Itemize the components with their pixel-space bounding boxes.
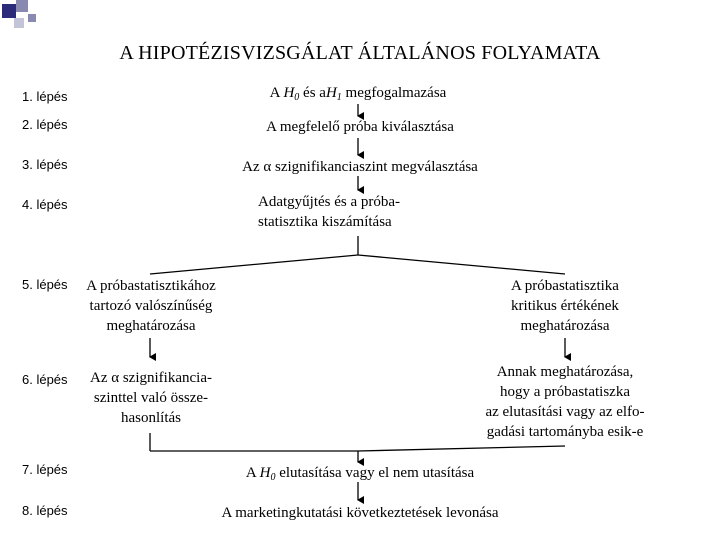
b7-h0-sub: 0 [270, 472, 276, 483]
b7-h0: H [259, 465, 271, 481]
step5-critical-value: A próbastatisztika kritikus értékének me… [490, 276, 640, 336]
b5r-line2: kritikus értékének [511, 298, 619, 314]
b6r-line1: Annak meghatározása, [496, 364, 634, 380]
b5l-line2: tartozó valószínűség [89, 298, 213, 314]
step3-significance-level: Az α szignifikanciaszint megválasztása [242, 159, 478, 175]
b6r-line2: hogy a próbastatiszka [500, 384, 630, 400]
b5r-line3: meghatározása [520, 318, 610, 334]
b1-pre: A [269, 85, 284, 101]
decor-square-light [14, 18, 24, 28]
b5l-line1: A próbastatisztikához [86, 278, 216, 294]
step-label-6: 6. lépés [22, 372, 68, 387]
b5l-line3: meghatározása [106, 318, 196, 334]
step-label-1: 1. lépés [22, 89, 68, 104]
step-label-7: 7. lépés [22, 462, 68, 477]
b6l-line3: hasonlítás [121, 410, 181, 426]
step5-probability: A próbastatisztikához tartozó valószínűs… [70, 276, 232, 336]
b6l-line2: szinttel való össze- [93, 390, 209, 406]
step8-conclusions: A marketingkutatási következtetések levo… [221, 505, 499, 521]
connector-4-right [357, 254, 566, 275]
b1-h0-sub: 0 [294, 92, 300, 103]
b6r-line3: az elutasítási vagy az elfo- [485, 404, 645, 420]
b1-mid: és a [299, 85, 326, 101]
b1-h1-sub: 1 [336, 92, 342, 103]
step-label-5: 5. lépés [22, 277, 68, 292]
step-label-3: 3. lépés [22, 157, 68, 172]
decor-square-mid [16, 0, 28, 12]
b6r-line4: gadási tartományba esik-e [486, 424, 644, 440]
b4-line2: statisztika kiszámítása [258, 214, 392, 230]
step1-hypotheses: A H0 és aH1 megfogalmazása [250, 83, 466, 108]
step6-region: Annak meghatározása, hogy a próbastatisz… [478, 362, 652, 442]
step6-comparison: Az α szignifikancia- szinttel való össze… [72, 368, 230, 428]
b1-h1: H [325, 85, 337, 101]
step4-data-collection: Adatgyűjtés és a próba- statisztika kisz… [258, 192, 458, 232]
step7-decision: A H0 elutasítása vagy el nem utasítása [210, 463, 510, 488]
b1-h0: H [283, 85, 295, 101]
decor-square-small [28, 14, 36, 22]
b4-line1: Adatgyűjtés és a próba- [258, 194, 401, 210]
step-label-4: 4. lépés [22, 197, 68, 212]
step-label-2: 2. lépés [22, 117, 68, 132]
decor-square-dark [2, 4, 16, 18]
step2-test-selection: A megfelelő próba kiválasztása [266, 119, 454, 135]
b5r-line1: A próbastatisztika [511, 278, 619, 294]
connector-4-left [149, 254, 359, 275]
b1-post: megfogalmazása [341, 85, 447, 101]
connector-6r-join [357, 445, 566, 452]
step-label-8: 8. lépés [22, 503, 68, 518]
b7-pre: A [245, 465, 260, 481]
b7-post: elutasítása vagy el nem utasítása [275, 465, 475, 481]
page-title: A HIPOTÉZISVIZSGÁLAT ÁLTALÁNOS FOLYAMATA [119, 42, 601, 64]
b6l-line1: Az α szignifikancia- [90, 370, 212, 386]
